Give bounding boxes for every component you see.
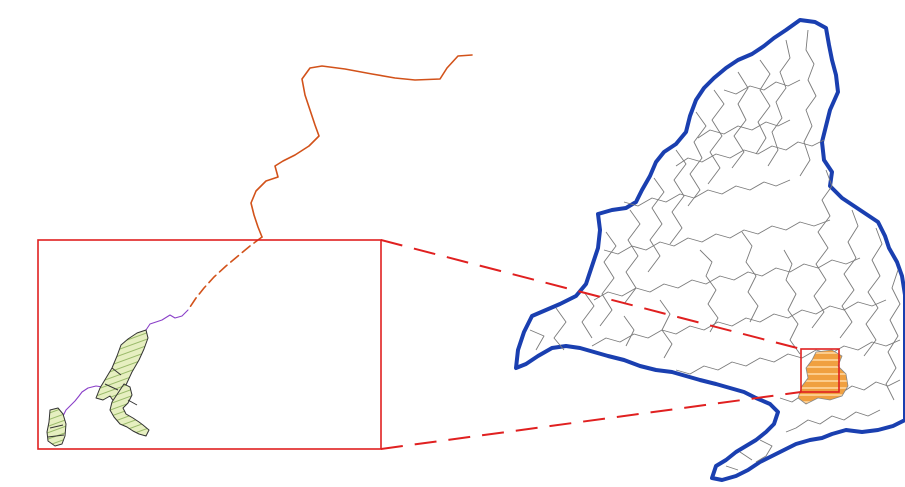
highlighted-area [797,349,849,405]
route-secondary [62,309,189,417]
parcels [46,329,150,447]
route-primary [187,54,473,311]
highlight-frame [800,348,840,393]
zoom-connector [380,239,802,450]
inset-frame [37,239,382,450]
region-map [514,18,905,482]
region-outline [514,18,905,482]
